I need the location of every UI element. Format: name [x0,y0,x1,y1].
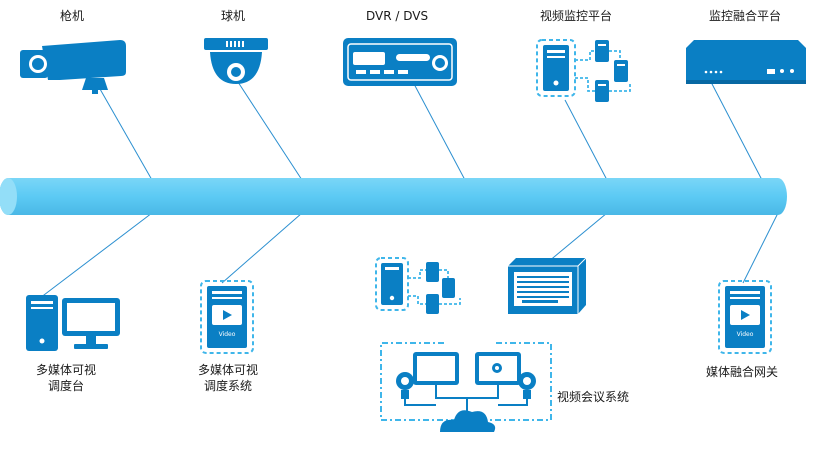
bullet-camera-icon [20,40,126,94]
label-monitor-fusion-platform: 监控融合平台 [709,9,782,23]
video-badge-text: Video [219,331,236,338]
dvr-dvs-icon [343,38,457,86]
connector-monitor-platform [564,99,608,181]
network-bus [0,178,787,215]
label-bullet-camera: 枪机 [60,9,85,23]
connector-media-gateway [742,212,779,284]
dome-camera-icon [204,38,268,84]
label-media-gateway: 媒体融合网关 [706,365,779,379]
label-multimedia-system-line1: 多媒体可视 [197,363,258,377]
media-gateway-icon: Video [718,280,772,354]
label-dome-camera: 球机 [221,9,246,23]
label-multimedia-console-line1: 多媒体可视 [35,363,96,377]
connector-bullet-camera [95,81,153,181]
label-video-conference: 视频会议系统 [557,390,630,404]
video-badge-text: Video [737,331,754,338]
monitor-fusion-platform-icon [686,40,806,84]
connector-lines [39,81,779,299]
connector-fusion-platform [710,81,763,181]
multimedia-console-icon [26,295,120,351]
label-multimedia-system-line2: 调度系统 [203,379,252,393]
connector-dome-camera [237,81,303,181]
multimedia-system-icon: Video [200,280,254,354]
connector-console [39,212,153,299]
connector-multimedia-system [221,212,303,284]
label-video-monitor-platform: 视频监控平台 [540,9,613,23]
connector-video-conference [547,212,608,263]
connector-dvr [412,81,466,181]
label-multimedia-console-line2: 调度台 [47,379,84,393]
video-conference-icon [375,257,587,432]
label-dvr-dvs: DVR / DVS [366,9,429,23]
video-monitor-platform-icon [536,39,631,102]
